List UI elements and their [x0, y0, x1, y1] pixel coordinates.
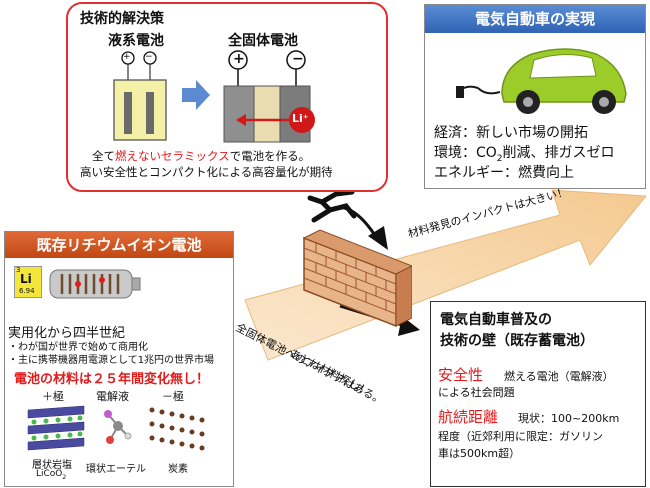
ev-economy: 経済：新しい市場の開拓 — [434, 125, 588, 141]
tech-desc-pre: 全て — [92, 149, 115, 163]
barrier-title-line1: 電気自動車普及の — [440, 312, 552, 328]
lithium-number: 3 — [16, 266, 21, 274]
layered-rock-salt-label: 層状岩塩 — [32, 460, 72, 471]
li-ion-title: 既存リチウムイオン電池 — [5, 232, 233, 258]
brick-wall — [302, 229, 412, 328]
tech-desc-line2: 高い安全性とコンパクト化による高容量化が期待 — [80, 165, 333, 179]
liquid-battery-icon — [113, 51, 167, 141]
solid-plus-symbol: + — [233, 51, 245, 67]
range-desc: 現状：100~200km — [518, 412, 620, 425]
safety-label: 安全性 — [438, 366, 484, 384]
tech-solution-title: 技術的解決策 — [80, 11, 164, 27]
cylindrical-battery-icon — [49, 269, 141, 299]
tech-desc-post: で電池を作る。 — [229, 149, 311, 163]
layered-structure-icon — [27, 405, 85, 451]
barrier-title-line2: 技術の壁（既存蓄電池） — [440, 333, 594, 349]
range-label: 航続距離 — [438, 408, 499, 426]
negative-electrode-label: －極 — [162, 390, 184, 403]
cyclic-ether-icon — [104, 410, 132, 444]
lithium-symbol: Li — [20, 272, 32, 286]
licoo2-sub: 2 — [62, 473, 67, 481]
li-ion-label: Li⁺ — [292, 112, 309, 125]
li-ion-bullet2: ・主に携帯機器用電源として1兆円の世界市場 — [8, 355, 215, 366]
li-ion-highlight: 電池の材料は２５年間変化無し！ — [14, 372, 210, 387]
carbon-label: 炭素 — [168, 464, 188, 475]
ev-barrier-panel — [430, 301, 646, 487]
impact-arrow — [244, 189, 647, 361]
positive-electrode-label: ＋極 — [42, 390, 64, 403]
jump-path-arrowhead — [368, 226, 388, 250]
electric-car-icon — [456, 48, 627, 114]
tech-desc-line1: 全て燃えないセラミックスで電池を作る。 — [92, 148, 310, 164]
electrolyte-label: 電解液 — [96, 390, 129, 403]
solid-minus-symbol: − — [292, 51, 304, 67]
cyclic-ether-label: 環状エーテル — [86, 464, 146, 475]
liquid-battery-label: 液系電池 — [108, 33, 164, 49]
ev-env-sub: 2 — [496, 153, 503, 164]
safety-desc: 燃える電池（電解液） — [504, 370, 614, 383]
solid-battery-label: 全固体電池 — [228, 33, 298, 49]
carbon-structure-icon — [149, 407, 205, 451]
right-arrow-icon — [182, 80, 210, 110]
ev-realization-title: 電気自動車の実現 — [425, 5, 645, 33]
safety-desc2: による社会問題 — [438, 386, 515, 399]
ev-env-pre: 環境：CO — [434, 145, 497, 161]
range-desc3: 車は500km超） — [438, 447, 521, 460]
li-ion-subtitle: 実用化から四半世紀 — [8, 326, 126, 341]
solid-battery-icon — [223, 50, 315, 143]
lithium-mass: 6.94 — [19, 287, 35, 295]
licoo2-label: LiCoO2 — [36, 469, 66, 481]
ev-environment: 環境：CO2削減、排ガスゼロ — [434, 142, 615, 164]
range-desc2: 程度（近郊利用に限定：ガソリン — [438, 430, 603, 443]
li-ion-bullet1: ・わが国が世界で始めて商用化 — [8, 342, 148, 353]
ev-energy: エネルギー：燃費向上 — [434, 165, 574, 181]
licoo2-pre: LiCoO — [36, 469, 63, 479]
ev-env-post: 削減、排ガスゼロ — [502, 145, 615, 161]
liquid-plus-symbol: + — [123, 52, 131, 62]
liquid-minus-symbol: − — [145, 52, 153, 62]
lithium-element-tile — [14, 266, 42, 298]
tech-desc-highlight: 燃えないセラミックス — [115, 149, 230, 163]
